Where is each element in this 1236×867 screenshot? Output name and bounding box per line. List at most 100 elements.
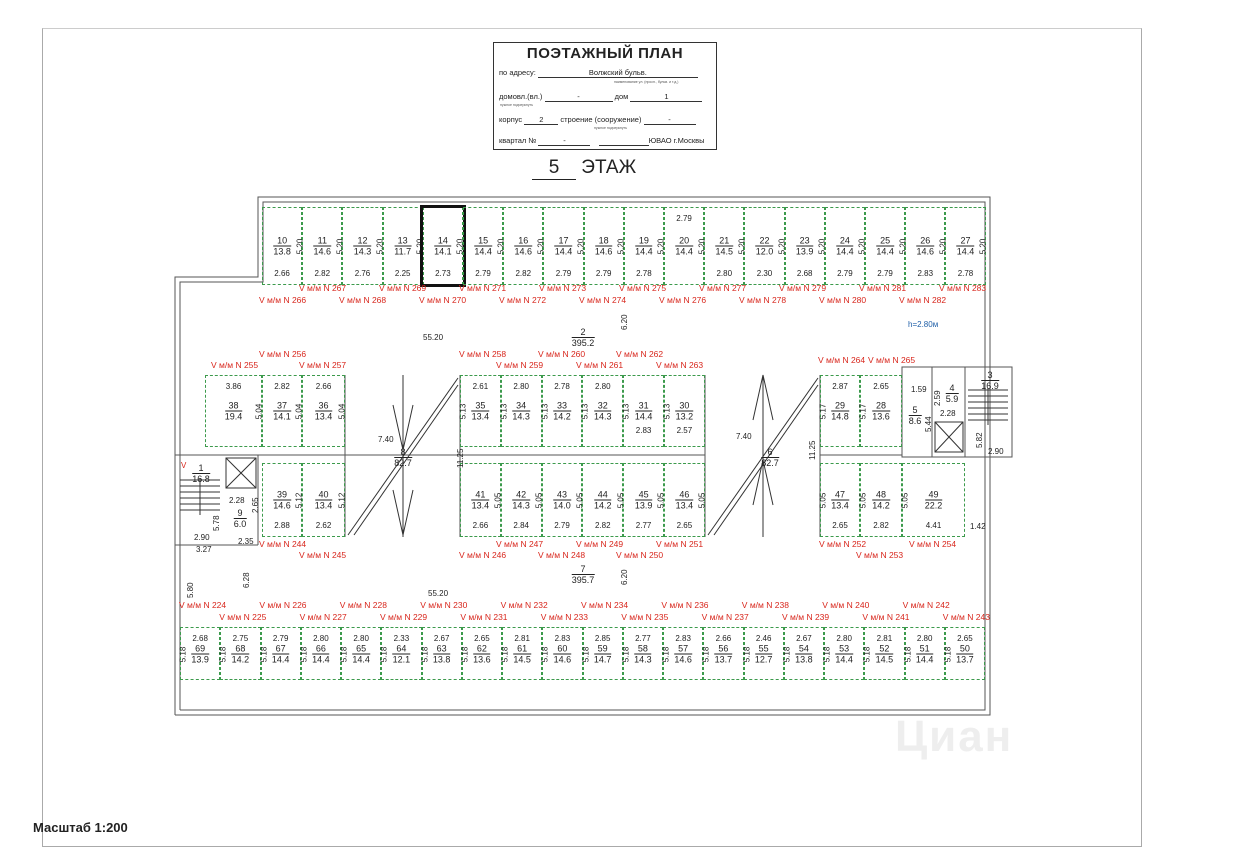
parking-label: V м/м N 277 (699, 283, 747, 293)
parking-label: V м/м N 237 (701, 612, 749, 622)
space-number: 59 (593, 643, 612, 654)
space-depth: 5.18 (460, 646, 470, 662)
parking-label-number: 244 (291, 539, 307, 549)
parking-label: V м/м N 276 (659, 295, 707, 305)
space-area: 14.6 (674, 654, 692, 664)
space-depth: 5.18 (943, 646, 953, 662)
space-area: 14.0 (553, 500, 571, 511)
space-area: 13.8 (273, 246, 291, 257)
parking-label: V м/м N 260 (538, 349, 586, 359)
space-area: 19.4 (224, 411, 243, 422)
space-number: 61 (513, 643, 531, 654)
parking-label-number: 256 (291, 349, 307, 359)
space-width: 2.80 (513, 382, 529, 391)
space-area: 14.5 (875, 654, 894, 664)
parking-label-number: 276 (691, 295, 707, 305)
korpus-label: корпус (499, 115, 523, 124)
space-depth: 5.05 (858, 492, 868, 509)
parking-label: V м/м N 228 (339, 600, 387, 610)
space-area: 14.4 (876, 246, 894, 257)
space-width: 2.80 (313, 634, 329, 643)
parking-label-number: 227 (332, 612, 347, 622)
space-depth: 5.18 (822, 646, 832, 662)
space-area: 14.4 (554, 246, 573, 257)
space-width: 2.46 (755, 634, 772, 643)
stroenie-hint: нужное подчеркнуть (594, 126, 628, 130)
space-width: 2.82 (274, 382, 290, 391)
space-width: 2.79 (676, 214, 692, 223)
space-number: 26 (916, 236, 935, 247)
parking-label-number: 269 (411, 283, 427, 293)
plan-title: ПОЭТАЖНЫЙ ПЛАН (526, 45, 684, 62)
space-number: 43 (553, 490, 571, 501)
parking-label: V м/м N 283 (939, 283, 987, 293)
floor-number: 5 (532, 157, 576, 180)
parking-label: V м/м N 252 (819, 539, 867, 549)
parking-label-number: 280 (851, 295, 867, 305)
room-number: 2 (571, 327, 595, 338)
parking-label: V м/м N 241 (862, 612, 910, 622)
space-number: 58 (634, 643, 652, 654)
space-number: 23 (795, 236, 814, 247)
parking-label-number: 268 (371, 295, 387, 305)
space-number: 12 (353, 236, 372, 247)
space-area: 14.2 (594, 500, 612, 511)
space-area: 13.4 (314, 411, 333, 422)
space-depth: 5.18 (540, 646, 550, 662)
space-width: 2.80 (595, 382, 611, 391)
dimension-label: 7.40 (378, 435, 394, 444)
space-width: 2.79 (555, 269, 572, 278)
dimension-label: V (181, 461, 187, 470)
space-depth: 5.18 (902, 646, 912, 662)
space-width: 2.65 (474, 634, 490, 643)
space-width: 2.73 (435, 269, 451, 278)
space-area: 14.6 (916, 246, 935, 257)
kvartal-value: - (538, 136, 591, 146)
room-area: 395.2 (571, 338, 595, 348)
space-width: 2.80 (836, 634, 852, 643)
parking-label-number: 237 (734, 612, 749, 622)
parking-label-number: 270 (451, 295, 467, 305)
parking-label-number: 245 (331, 550, 347, 560)
space-width: 2.25 (394, 269, 411, 278)
space-width: 2.67 (796, 634, 812, 643)
parking-label: V м/м N 253 (856, 550, 904, 560)
space-area: 14.4 (915, 654, 934, 664)
parking-label: V м/м N 238 (741, 600, 789, 610)
parking-label: V м/м N 259 (496, 360, 544, 370)
parking-label-number: 272 (531, 295, 547, 305)
space-width: 2.66 (274, 269, 290, 278)
space-number: 56 (714, 643, 733, 654)
domovl-row: домовл.(вл.) - дом 1 (499, 92, 703, 102)
parking-label-number: 263 (688, 360, 704, 370)
parking-label-number: 224 (211, 600, 227, 610)
